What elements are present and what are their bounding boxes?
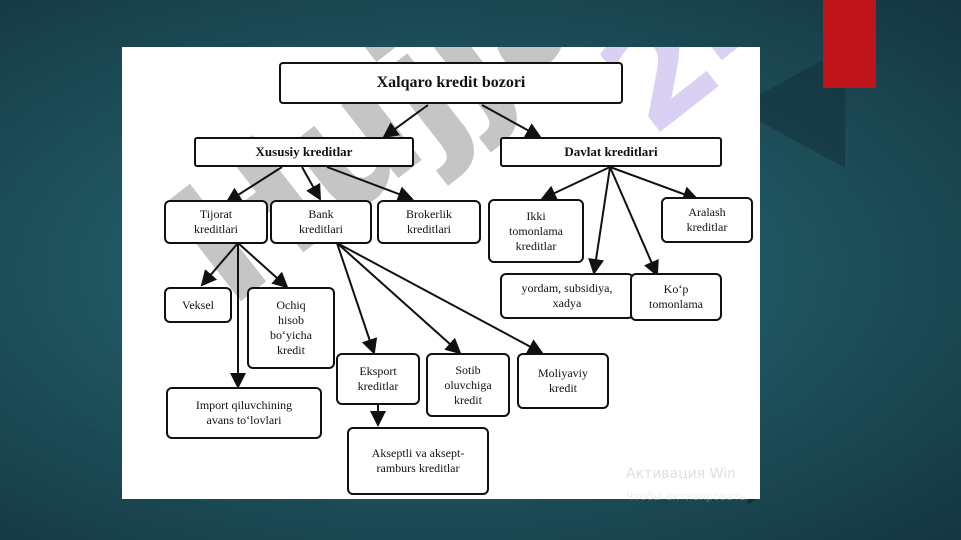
arrow-private-tijorat: [225, 166, 283, 204]
branch-private: Xususiy kreditlar: [194, 137, 414, 167]
node-aralash: Aralash kreditlar: [661, 197, 753, 243]
node-yordam: yordam, subsidiya, xadya: [500, 273, 634, 319]
node-eksport: Eksport kreditlar: [336, 353, 420, 405]
arrow-bank-eksport: [336, 242, 378, 355]
windows-activation-subtext: Чтобы активировать: [626, 490, 747, 503]
node-tijorat: Tijorat kreditlari: [164, 200, 268, 244]
windows-activation-text: Активация Win: [626, 466, 736, 482]
root-node: Xalqaro kredit bozori: [279, 62, 623, 104]
arrow-tijorat-veksel: [200, 242, 239, 287]
arrow-state-ikki: [540, 166, 611, 201]
node-ikki: Ikki tomonlama kreditlar: [488, 199, 584, 263]
branch-state: Davlat kreditlari: [500, 137, 722, 167]
arrow-state-aralash: [609, 166, 699, 202]
node-import: Import qiluvchining avans to‘lovlari: [166, 387, 322, 439]
connector-arrows: [200, 104, 699, 427]
node-moliyaviy: Moliyaviy kredit: [517, 353, 609, 409]
arrow-title-private: [382, 104, 429, 139]
arrow-state-kop: [609, 166, 659, 277]
node-kop: Ko‘p tomonlama: [630, 273, 722, 321]
arrow-bank-sotib: [336, 242, 462, 355]
node-ochiq: Ochiq hisob bo‘yicha kredit: [247, 287, 335, 369]
node-sotib: Sotib oluvchiga kredit: [426, 353, 510, 417]
arrow-private-brokerlik: [326, 166, 414, 202]
accent-bar: [823, 0, 876, 88]
diagram-canvas: Hujjat 24 Xalqaro kredit bozori: [122, 47, 760, 499]
arrow-title-state: [481, 104, 542, 138]
arrow-tijorat-ochiq: [237, 242, 289, 289]
node-akseptli: Akseptli va aksept- ramburs kreditlar: [347, 427, 489, 495]
arrow-state-yordam: [588, 166, 611, 275]
arrow-private-bank: [301, 166, 321, 201]
node-bank: Bank kreditlari: [270, 200, 372, 244]
node-brokerlik: Brokerlik kreditlari: [377, 200, 481, 244]
arrow-bank-moliyaviy: [336, 242, 544, 354]
node-veksel: Veksel: [164, 287, 232, 323]
